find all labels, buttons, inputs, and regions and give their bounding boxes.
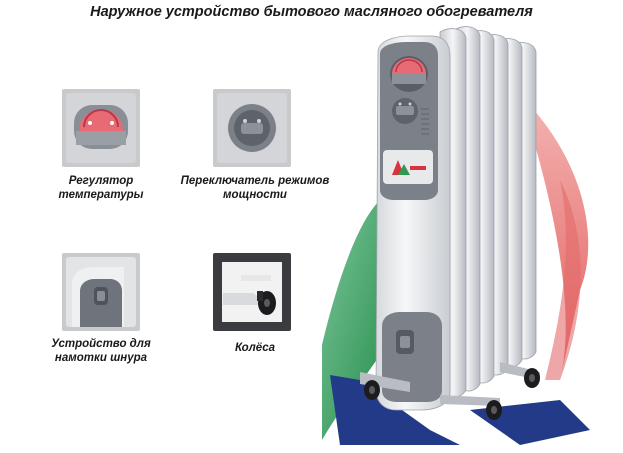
power-mode-switch-icon — [217, 93, 287, 163]
wheels-caption: Колёса — [170, 341, 340, 355]
caption-line: намотки шнура — [54, 352, 148, 364]
cord-wrap-icon — [66, 257, 136, 327]
heater-vent-slots — [421, 108, 429, 135]
caption-line: Колёса — [235, 342, 275, 354]
heater-fins — [439, 26, 537, 398]
caption-line: Устройство для — [51, 338, 151, 350]
cord-wrap-caption: Устройство для намотки шнура — [16, 337, 186, 365]
thermostat-caption: Регулятор температуры — [16, 174, 186, 202]
thermostat-thumbnail — [62, 89, 140, 167]
brand-logo — [383, 150, 433, 184]
power-switch-thumbnail — [213, 89, 291, 167]
power-switch-caption: Переключатель режимов мощности — [170, 174, 340, 202]
thermostat-knob-icon — [66, 93, 136, 163]
caption-line: Регулятор — [68, 175, 134, 187]
cord-wrap-thumbnail — [62, 253, 140, 331]
wheels-thumbnail — [213, 253, 291, 331]
caption-line: температуры — [58, 189, 144, 201]
caption-line: мощности — [223, 189, 287, 201]
page-title: Наружное устройство бытового масляного о… — [90, 4, 533, 20]
heater-thermostat-knob[interactable] — [390, 56, 428, 92]
wheels-icon — [222, 262, 282, 322]
caption-line: Переключатель режимов — [180, 175, 330, 187]
heater-power-switch[interactable] — [392, 98, 418, 124]
heater-wheels[interactable] — [360, 362, 540, 420]
